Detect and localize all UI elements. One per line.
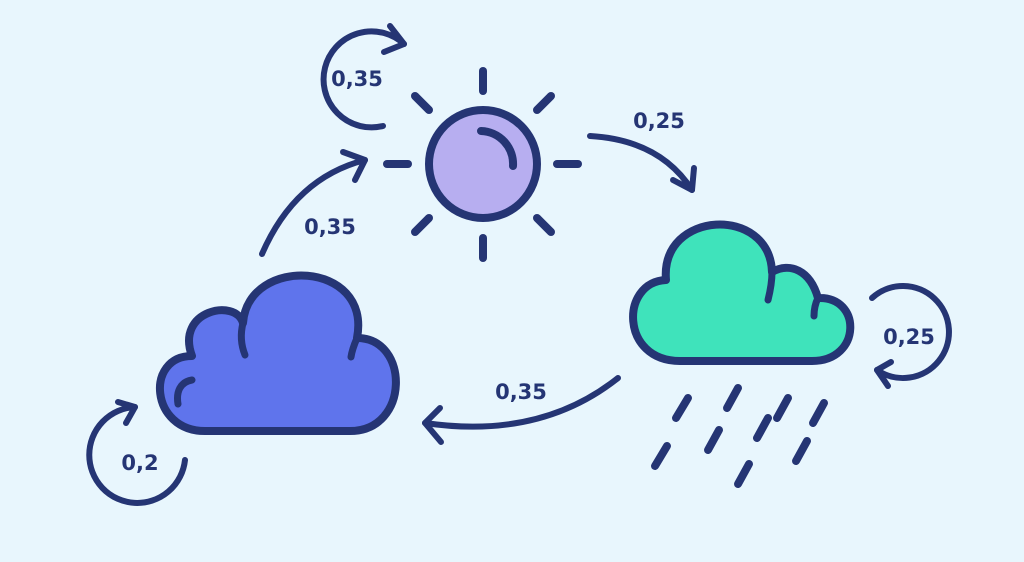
label-sun-to-sun: 0,35 (331, 67, 383, 91)
self-loop-cloud (86, 399, 188, 506)
label-rain-to-cloud: 0,35 (495, 380, 547, 404)
arrow-rain-to-cloud (422, 375, 621, 445)
arrow-cloud-to-sun (259, 149, 368, 257)
label-rain-to-rain: 0,25 (883, 325, 935, 349)
label-sun-to-rain: 0,25 (633, 109, 685, 133)
self-loop-sun (320, 23, 407, 131)
self-loop-rain (869, 283, 952, 389)
rain-cloud-icon (629, 220, 855, 488)
label-cloud-to-sun: 0,35 (304, 215, 356, 239)
sun-icon (383, 67, 582, 262)
arrow-sun-to-rain (587, 133, 697, 193)
label-cloud-to-cloud: 0,2 (121, 451, 158, 475)
cloud-icon (156, 271, 400, 435)
raindrops (651, 384, 828, 488)
